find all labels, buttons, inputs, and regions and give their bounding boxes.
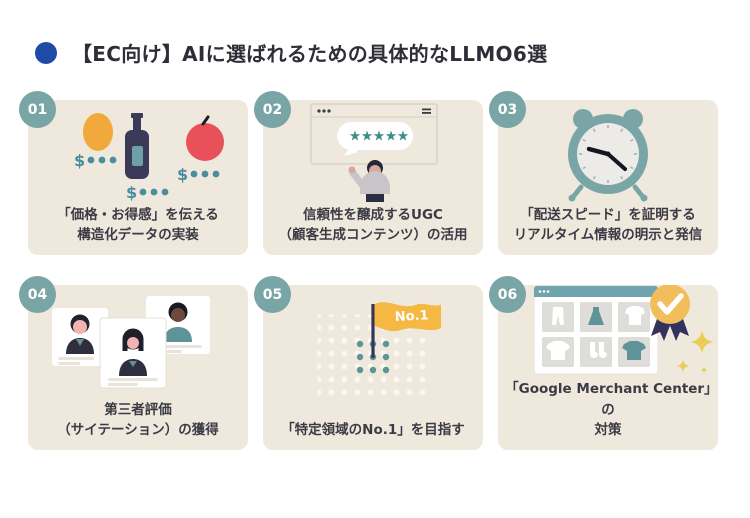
profile-card-front: [99, 317, 167, 389]
card-merchant-center: 06: [489, 276, 718, 450]
caption-line: 信頼性を醸成するUGC: [303, 206, 443, 223]
card-delivery-speed: 03: [489, 91, 718, 256]
price-tag-apple: $: [177, 165, 220, 184]
merchant-center-illustration: [498, 285, 718, 379]
caption-line: （顧客生成コンテンツ）の活用: [278, 226, 468, 243]
ugc-review-illustration: [263, 100, 483, 205]
card-caption: 「配送スピード」を証明する リアルタイム情報の明示と発信: [498, 205, 718, 256]
caption-line: 「特定領域のNo.1」を目指す: [281, 421, 465, 438]
page-header: 【EC向け】AIに選ばれるための具体的なLLMO6選: [35, 38, 750, 67]
price-tag-bottle: $: [126, 183, 169, 202]
card-number-badge: 02: [254, 91, 291, 128]
card-no1-niche: 05 No.1: [254, 276, 483, 450]
page-title: 【EC向け】AIに選ばれるための具体的なLLMO6選: [72, 42, 548, 66]
caption-line: リアルタイム情報の明示と発信: [513, 226, 703, 243]
price-tag-egg: $: [74, 151, 117, 170]
card-citations: 04: [19, 276, 248, 451]
profile-cards-illustration: [28, 285, 248, 400]
clock-legs: [570, 184, 646, 200]
card-ugc: 02: [254, 91, 483, 256]
highlighted-dots: [356, 341, 390, 374]
product-feed-icon: [533, 285, 714, 375]
card-number-badge: 04: [19, 276, 56, 313]
card-caption: 「特定領域のNo.1」を目指す: [263, 420, 483, 450]
apple-icon: [186, 115, 224, 162]
caption-line: 第三者評価: [104, 401, 172, 418]
card-caption: 「Google Merchant Center」の 対策: [498, 379, 718, 450]
no1-flag: No.1: [374, 302, 441, 332]
no1-flag-icon: No.1: [317, 302, 441, 401]
card-number-badge: 06: [489, 276, 526, 313]
card-grid: 01 $ $: [19, 91, 750, 451]
clock-hands: [586, 147, 627, 172]
alarm-clock-illustration: [498, 100, 718, 205]
caption-line: 対策: [594, 421, 622, 438]
caption-line: 「Google Merchant Center」の: [505, 381, 711, 418]
caption-line: 「配送スピード」を証明する: [520, 206, 696, 223]
pants-glyph: [552, 307, 564, 326]
egg-icon: [83, 113, 113, 152]
svg-text:$: $: [126, 183, 137, 202]
alarm-clock-icon: [568, 109, 648, 202]
card-number-badge: 05: [254, 276, 291, 313]
caption-line: （サイテーション）の獲得: [57, 421, 219, 438]
card-caption: 「価格・お得感」を伝える 構造化データの実装: [28, 205, 248, 256]
caption-line: 「価格・お得感」を伝える: [57, 206, 219, 223]
title-bullet-icon: [35, 41, 57, 64]
person-icon: [348, 160, 390, 203]
storefront-window-icon: [533, 285, 659, 375]
profile-cards-icon: [52, 296, 210, 389]
sock-glyph: [599, 342, 607, 359]
five-star-review-icon: [310, 103, 438, 203]
no1-flag-illustration: No.1: [263, 285, 483, 420]
card-caption: 信頼性を醸成するUGC （顧客生成コンテンツ）の活用: [263, 205, 483, 256]
flag-label: No.1: [394, 309, 429, 326]
shirt-glyph: [625, 306, 645, 326]
caption-line: 構造化データの実装: [77, 226, 199, 243]
card-number-badge: 01: [19, 91, 56, 128]
sparkle-icons: [676, 330, 714, 374]
grocery-price-illustration: $ $ $: [28, 100, 248, 205]
check-medal-icon: [650, 285, 690, 342]
sauce-bottle-icon: [125, 113, 149, 180]
card-structured-data: 01 $ $: [19, 91, 248, 256]
svg-text:$: $: [74, 151, 85, 170]
profile-card-left: [52, 308, 108, 367]
svg-text:$: $: [177, 165, 188, 184]
speech-bubble-icon: [337, 122, 413, 157]
grocery-price-icon: $ $ $: [74, 113, 224, 202]
card-caption: 第三者評価 （サイテーション）の獲得: [28, 400, 248, 451]
card-number-badge: 03: [489, 91, 526, 128]
clock-ticks: [579, 125, 637, 184]
sock-glyph: [590, 342, 598, 359]
dress-glyph: [588, 307, 604, 326]
